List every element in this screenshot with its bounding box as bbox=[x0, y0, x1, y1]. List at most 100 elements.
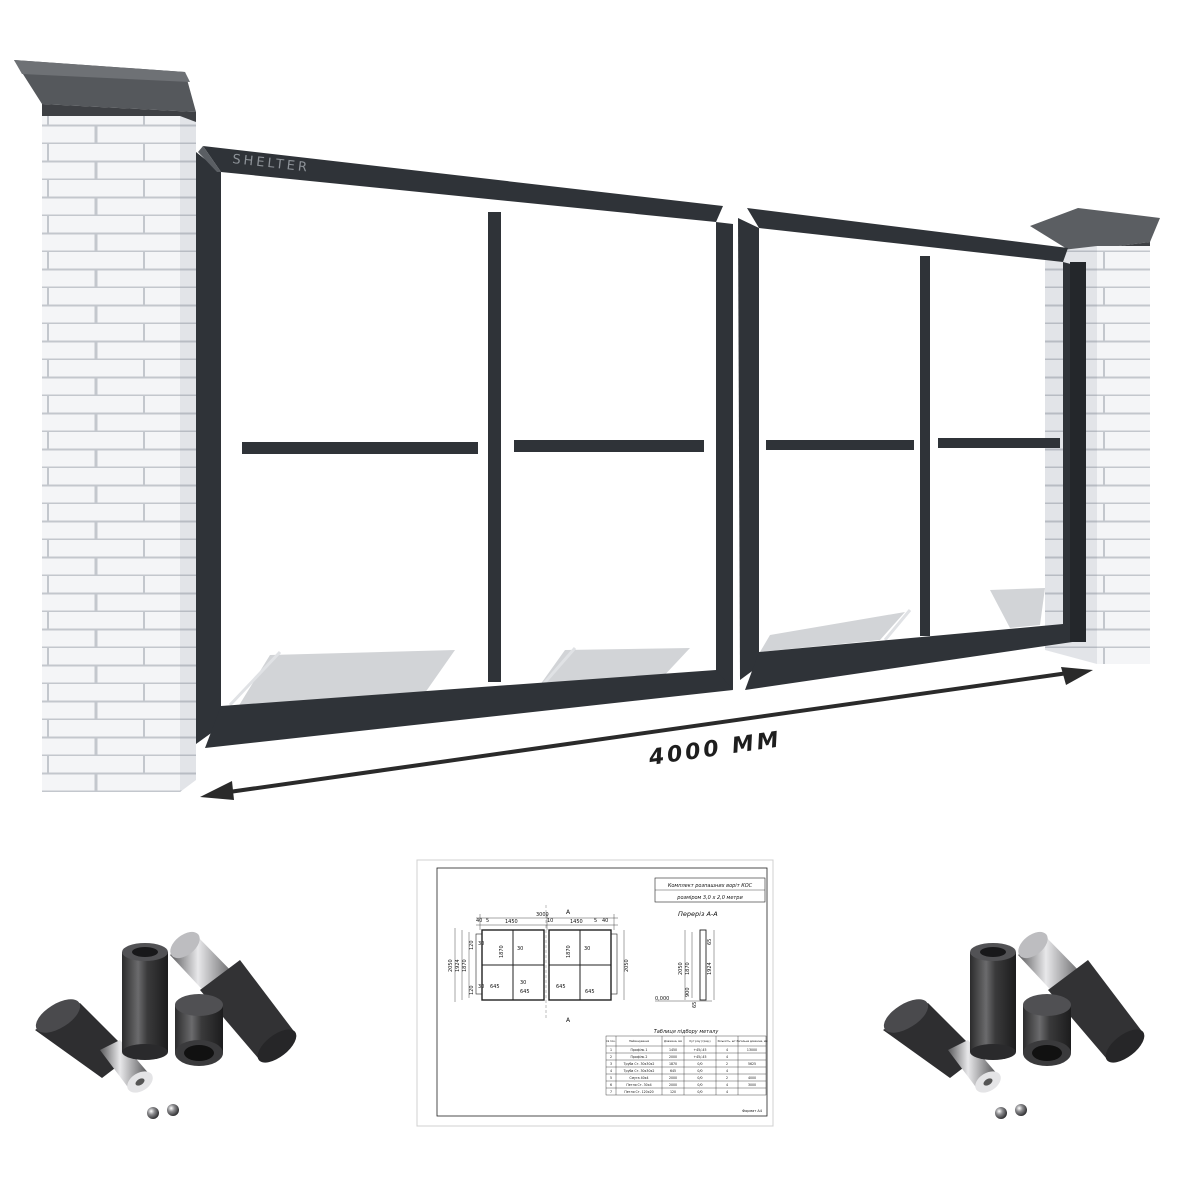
table-cell: +45/-45 bbox=[693, 1048, 706, 1052]
right-pillar-cap bbox=[1030, 208, 1160, 252]
table-cell: 0/0 bbox=[697, 1062, 702, 1066]
table-cell: 4 bbox=[726, 1090, 728, 1094]
left-leaf-right-post bbox=[716, 222, 733, 690]
dim-left-0: 2050 bbox=[448, 959, 454, 972]
table-cell: Профіль 1 bbox=[631, 1048, 648, 1052]
table-cell: Профіль 2 bbox=[631, 1055, 648, 1059]
left-pillar bbox=[14, 60, 196, 792]
dim-section-4: 65 bbox=[707, 939, 713, 945]
dim-inner-0: 1870 bbox=[499, 945, 505, 958]
table-cell: 4 bbox=[610, 1069, 612, 1073]
dim-inner-3: 645 bbox=[520, 989, 530, 995]
right-leaf-center-bar bbox=[920, 256, 930, 636]
table-cell: 0/0 bbox=[697, 1076, 702, 1080]
hinge-set-left bbox=[35, 931, 297, 1119]
dim-inner-4: 30 bbox=[520, 980, 526, 986]
drawing-frame bbox=[436, 867, 768, 1117]
hinge-sleeve-tall-icon bbox=[122, 943, 168, 1060]
drawing-sheet bbox=[416, 859, 774, 1127]
table-cell: 4 bbox=[726, 1083, 728, 1087]
dim-top-3: 3000 bbox=[536, 912, 549, 918]
right-leaf-latch-post bbox=[1070, 262, 1086, 642]
section-marker-top: А bbox=[566, 909, 571, 916]
right-pillar-brick-face bbox=[1097, 246, 1150, 664]
dim-top-4: 10 bbox=[547, 918, 553, 924]
table-cell: 2 bbox=[726, 1076, 728, 1080]
dim-section-2: 1924 bbox=[707, 962, 713, 975]
table-header-cell: Кут різу (град.) bbox=[689, 1039, 710, 1043]
table-cell: 7 bbox=[610, 1090, 612, 1094]
left-pillar-brick-face bbox=[42, 116, 180, 792]
table-cell: Смуга 40x4 bbox=[629, 1076, 648, 1080]
hinge-sleeve-tall-icon bbox=[970, 943, 1016, 1060]
dim-inner-7: 1870 bbox=[566, 945, 572, 958]
right-leaf-bottom-rail bbox=[745, 624, 1086, 690]
right-gate-leaf bbox=[738, 208, 1086, 690]
table-cell: 120 bbox=[670, 1090, 676, 1094]
dim-left-4: 30 bbox=[478, 941, 484, 947]
dimension-arrow-right-icon bbox=[1061, 667, 1093, 685]
dim-right: 2050 bbox=[624, 959, 630, 972]
table-cell: 3000 bbox=[748, 1083, 756, 1087]
dim-top-5: 1450 bbox=[570, 919, 583, 925]
table-cell: 5 bbox=[610, 1076, 612, 1080]
table-cell: 13000 bbox=[747, 1048, 757, 1052]
table-cell: 4000 bbox=[748, 1076, 756, 1080]
dim-section-0: 2050 bbox=[678, 962, 684, 975]
table-cell: 2000 bbox=[669, 1055, 677, 1059]
table-cell: Петля Ст. 30x4 bbox=[626, 1083, 651, 1087]
right-leaf-crossbar-left bbox=[766, 440, 914, 450]
table-cell: 2000 bbox=[669, 1076, 677, 1080]
width-label: 4000 MM bbox=[646, 727, 783, 771]
hinge-barrel-icon bbox=[170, 931, 297, 1063]
drawing-title-line1: Комплект розпашних воріт КОС bbox=[668, 883, 753, 889]
table-cell: 2 bbox=[610, 1055, 612, 1059]
dim-left-3: 120 bbox=[469, 940, 475, 950]
table-cell: 4 bbox=[726, 1069, 728, 1073]
hinge-ball-icon bbox=[167, 1104, 179, 1116]
left-leaf-crossbar-left bbox=[242, 442, 478, 454]
dim-top-1: 5 bbox=[486, 918, 489, 924]
left-leaf-bottom-rail bbox=[205, 670, 733, 748]
ground-lines bbox=[228, 609, 912, 707]
left-leaf-top-rail bbox=[203, 146, 723, 222]
dim-inner-1: 30 bbox=[517, 946, 523, 952]
dim-top-0: 40 bbox=[476, 918, 482, 924]
right-pillar bbox=[1030, 208, 1160, 664]
right-leaf-left-post bbox=[738, 218, 759, 680]
dim-inner-5: 645 bbox=[556, 984, 566, 990]
parts-table: Таблиця підбору металу № поз.Найменуванн… bbox=[605, 1029, 768, 1096]
table-cell: 1450 bbox=[669, 1048, 677, 1052]
hinge-pin-icon bbox=[35, 999, 153, 1093]
table-cell: Петля Ст. 120x20 bbox=[624, 1090, 653, 1094]
dim-top-6: 5 bbox=[594, 918, 597, 924]
dim-section-5: 65 bbox=[692, 1002, 698, 1008]
dim-inner-2: 645 bbox=[490, 984, 500, 990]
right-leaf-top-rail bbox=[747, 208, 1068, 262]
dim-inner-6: 645 bbox=[585, 989, 595, 995]
table-cell: 4 bbox=[726, 1055, 728, 1059]
dim-inner-8: 30 bbox=[584, 946, 590, 952]
table-cell: 4 bbox=[726, 1048, 728, 1052]
dim-top-7: 40 bbox=[602, 918, 608, 924]
table-cell: Труба Ст. 30x30x2 bbox=[623, 1069, 655, 1073]
section-view bbox=[655, 929, 715, 1002]
left-leaf-center-bar bbox=[488, 212, 501, 682]
technical-drawing: Комплект розпашних воріт КОС розміром 3,… bbox=[416, 859, 774, 1127]
dim-left-1: 1924 bbox=[455, 959, 461, 972]
table-cell: 1 bbox=[610, 1048, 612, 1052]
drawing-gate-elevation bbox=[475, 905, 618, 1018]
dim-top-2: 1450 bbox=[505, 919, 518, 925]
table-header-cell: № поз. bbox=[606, 1040, 615, 1043]
dim-left-5: 30 bbox=[478, 984, 484, 990]
table-cell: 2000 bbox=[669, 1083, 677, 1087]
table-cell: +45/-45 bbox=[693, 1055, 706, 1059]
table-cell: 0/0 bbox=[697, 1069, 702, 1073]
drawing-title-line2: розміром 3,0 х 2,0 метри bbox=[676, 895, 743, 901]
parts-table-title: Таблиця підбору металу bbox=[654, 1029, 720, 1035]
hinge-sleeve-short-icon bbox=[1023, 994, 1071, 1066]
drawing-footer-note: Формат А4 bbox=[742, 1109, 763, 1113]
table-cell: 2 bbox=[726, 1062, 728, 1066]
table-cell: 5625 bbox=[748, 1062, 756, 1066]
